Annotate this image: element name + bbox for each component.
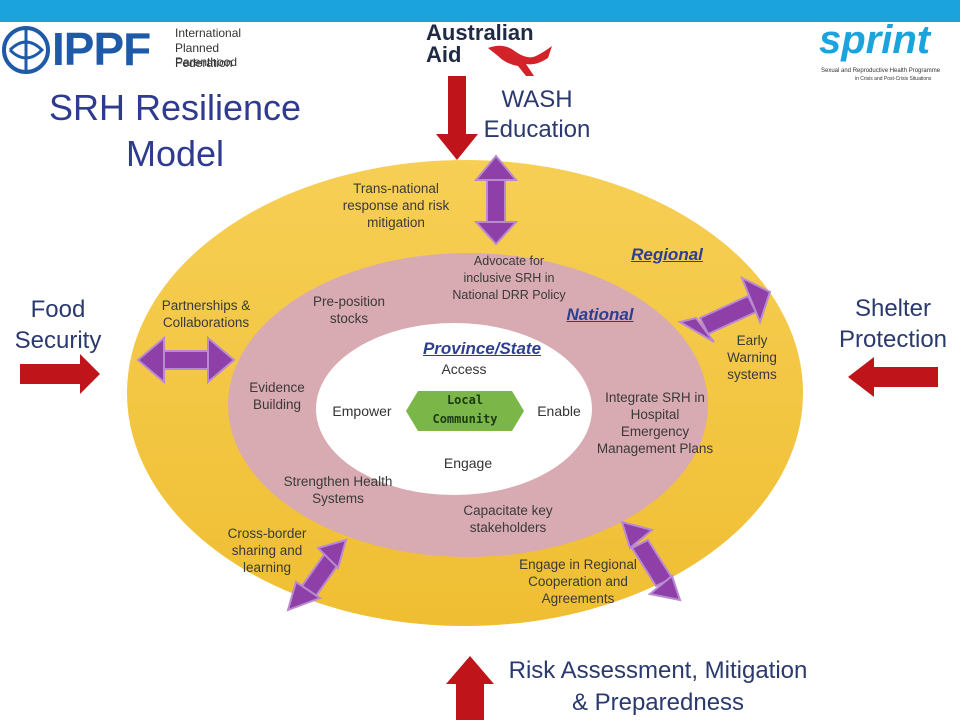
double-arrow-bottom-right [620, 520, 682, 602]
national-advocate: Advocate for inclusive SRH in National D… [452, 254, 566, 302]
ippf-line-3: Federation [175, 56, 233, 70]
ippf-mark: IPPF [52, 23, 151, 75]
arrow-left-red [20, 354, 100, 394]
sprint-mark: sprint [819, 18, 931, 62]
regional-cross-border: Cross-border sharing and learning [227, 526, 307, 575]
regional-cooperation: Engage in Regional Cooperation and Agree… [519, 557, 637, 606]
ippf-logo: IPPF International Planned Parenthood Fe… [0, 20, 270, 80]
double-arrow-left [136, 335, 236, 385]
aid-line-2: Aid [426, 42, 462, 67]
double-arrow-top [473, 154, 519, 246]
input-bottom-line-2: & Preparedness [571, 689, 745, 716]
ippf-line-2: Planned Parenthood [175, 41, 238, 69]
input-left-line-1: Food [30, 296, 86, 323]
national-strengthen: Strengthen Health Systems [283, 474, 393, 506]
national-integrate: Integrate SRH in Hospital Emergency Mana… [596, 390, 714, 456]
input-right-line-2: Protection [838, 326, 948, 353]
local-community-hex [406, 391, 524, 431]
national-capacitate: Capacitate key stakeholders [463, 503, 553, 535]
sprint-line-1: Sexual and Reproductive Health Programme [821, 68, 941, 74]
arrow-bottom-red [446, 656, 494, 720]
top-banner [0, 0, 960, 22]
sprint-logo: sprint Sexual and Reproductive Health Pr… [815, 18, 960, 90]
input-top-line-1: WASH [501, 86, 573, 113]
level-national: National [566, 305, 634, 324]
local-community-line-2: Community [432, 412, 498, 426]
arrow-top-red [436, 76, 478, 160]
input-bottom-line-1: Risk Assessment, Mitigation [508, 657, 808, 684]
national-preposition: Pre-position stocks [312, 294, 386, 326]
province-access: Access [441, 361, 487, 377]
national-evidence: Evidence Building [249, 380, 305, 412]
double-arrow-right [677, 275, 772, 343]
local-community-line-1: Local [446, 393, 484, 407]
australian-aid-logo: Australian Aid [426, 20, 566, 80]
regional-trans-national: Trans-national response and risk mitigat… [342, 181, 450, 230]
province-engage: Engage [443, 455, 493, 471]
input-right-line-1: Shelter [854, 295, 932, 322]
arrow-right-red [848, 357, 938, 397]
level-province: Province/State [422, 339, 542, 358]
input-top-line-2: Education [483, 116, 591, 143]
kangaroo-icon [488, 45, 552, 76]
province-enable: Enable [537, 403, 581, 419]
ippf-globe-icon [2, 26, 50, 74]
regional-partnerships: Partnerships & Collaborations [161, 298, 251, 330]
aid-line-1: Australian [426, 20, 534, 45]
ippf-line-1: International [175, 26, 242, 40]
input-left-line-2: Security [14, 327, 102, 354]
sprint-line-2: in Crisis and Post-Crisis Situations [855, 76, 932, 82]
province-empower: Empower [332, 403, 392, 419]
double-arrow-bottom-left [286, 538, 348, 612]
regional-early-warning: Early Warning systems [727, 333, 777, 382]
level-regional: Regional [631, 245, 703, 264]
page-title: SRH Resilience Model [48, 87, 302, 174]
